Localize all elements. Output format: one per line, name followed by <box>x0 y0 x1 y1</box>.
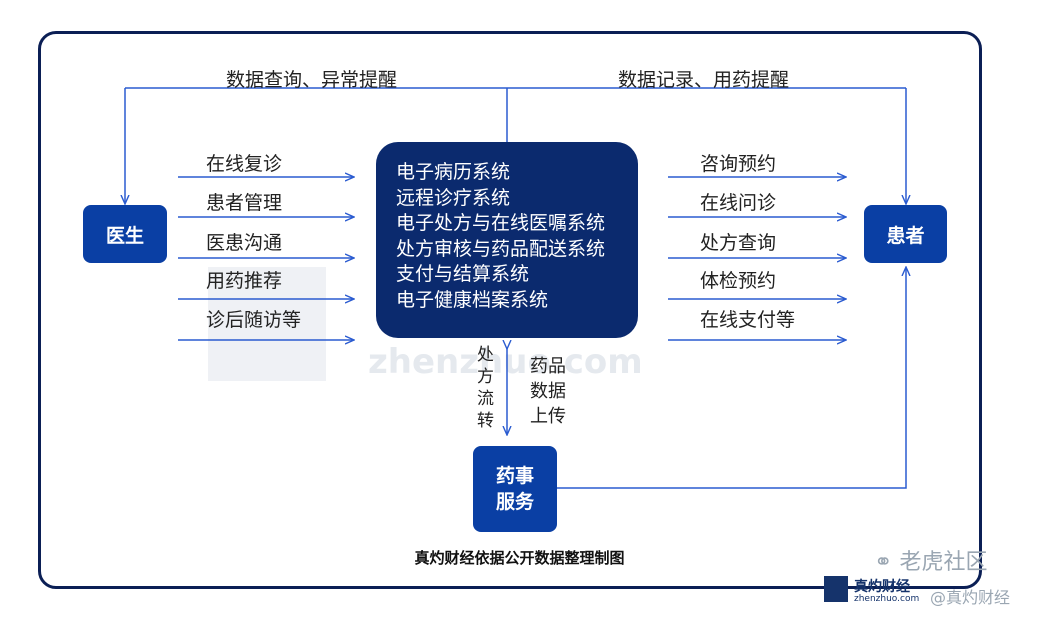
brand-logo-icon <box>824 576 848 602</box>
author-watermark: @真灼财经 <box>930 588 1011 607</box>
forum-watermark-icon: ⚭ <box>874 550 893 575</box>
right-item-label: 在线支付等 <box>700 309 796 331</box>
forum-watermark-text: 老虎社区 <box>899 550 988 575</box>
drug-upload-line: 药品 <box>530 356 566 377</box>
center-system-item: 支付与结算系统 <box>396 263 530 285</box>
pharmacy-line-1: 药事 <box>495 465 534 487</box>
right-item-label: 处方查询 <box>700 232 777 254</box>
prescription-flow-char: 处 <box>477 345 494 365</box>
prescription-flow-char: 流 <box>477 389 494 409</box>
center-system-item: 电子病历系统 <box>396 161 511 183</box>
doctor-node: 医生 <box>83 205 167 263</box>
drug-upload-label: 药品 数据 上传 <box>530 354 566 429</box>
patient-node: 患者 <box>864 205 947 263</box>
watermark-logo-mark <box>208 267 326 381</box>
center-system-item: 远程诊疗系统 <box>396 186 511 209</box>
right-item-label: 在线问诊 <box>700 192 777 214</box>
brand-logo-url: zhenzhuo.com <box>854 594 920 604</box>
top-left-label: 数据查询、异常提醒 <box>226 69 398 91</box>
diagram-frame <box>38 31 982 589</box>
center-system-item: 电子健康档案系统 <box>396 288 549 311</box>
left-item-label: 在线复诊 <box>206 153 283 175</box>
prescription-flow-label: 处 方 流 转 <box>477 344 497 432</box>
right-item-label: 咨询预约 <box>700 153 777 175</box>
brand-logo-name: 真灼财经 <box>854 579 910 595</box>
top-right-label: 数据记录、用药提醒 <box>618 69 790 91</box>
left-item-label: 用药推荐 <box>206 270 283 292</box>
right-item-label: 体检预约 <box>700 270 777 292</box>
pharmacy-node: 药事 服务 <box>473 446 557 532</box>
forum-watermark: ⚭ 老虎社区 <box>874 544 987 576</box>
left-item-label: 医患沟通 <box>206 232 283 254</box>
prescription-flow-char: 转 <box>477 411 494 431</box>
drug-upload-line: 上传 <box>530 406 566 427</box>
center-system-item: 电子处方与在线医嘱系统 <box>396 212 606 234</box>
left-item-label: 诊后随访等 <box>206 309 302 331</box>
center-systems-box: 电子病历系统 远程诊疗系统 电子处方与在线医嘱系统 处方审核与药品配送系统 支付… <box>376 142 638 338</box>
source-caption: 真灼财经依据公开数据整理制图 <box>414 549 625 567</box>
prescription-flow-char: 方 <box>477 367 494 387</box>
center-system-item: 处方审核与药品配送系统 <box>396 237 606 260</box>
pharmacy-to-patient-line <box>556 268 906 489</box>
left-item-label: 患者管理 <box>206 192 283 214</box>
pharmacy-line-2: 服务 <box>495 491 534 513</box>
drug-upload-line: 数据 <box>530 381 566 402</box>
